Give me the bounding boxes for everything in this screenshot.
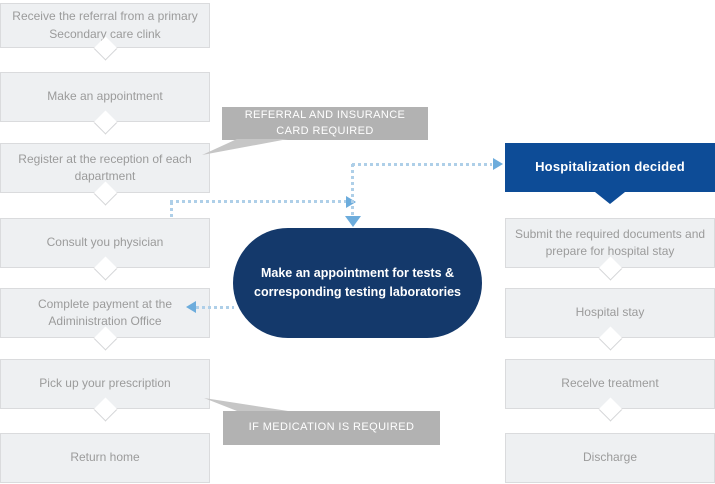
- dotted-connector: [196, 306, 234, 309]
- tests-appointment-pill: Make an appointment for tests & correspo…: [233, 228, 482, 338]
- callout-referral-insurance: REFERRAL AND INSURANCE CARD REQUIRED: [222, 107, 428, 140]
- flow-step-return-home: Return home: [0, 433, 210, 483]
- dotted-connector: [170, 200, 346, 203]
- dotted-connector: [352, 163, 492, 166]
- callout-tail-icon: [204, 398, 288, 411]
- dotted-connector: [351, 164, 354, 216]
- dotted-connector: [170, 202, 173, 218]
- flow-step-hospitalization-decided: Hospitalization decided: [505, 143, 715, 192]
- arrowhead-right-icon: [493, 158, 503, 170]
- blue-down-arrow-icon: [595, 192, 625, 204]
- callout-if-medication: IF MEDICATION IS REQUIRED: [223, 411, 440, 445]
- arrowhead-left-icon: [186, 301, 196, 313]
- flow-step-discharge: Discharge: [505, 433, 715, 483]
- flow-step-complete-payment: Complete payment at the Adiministration …: [0, 288, 210, 338]
- flow-step-make-appointment: Make an appointment: [0, 72, 210, 122]
- callout-tail-icon: [202, 139, 288, 155]
- arrowhead-down-icon: [345, 216, 361, 227]
